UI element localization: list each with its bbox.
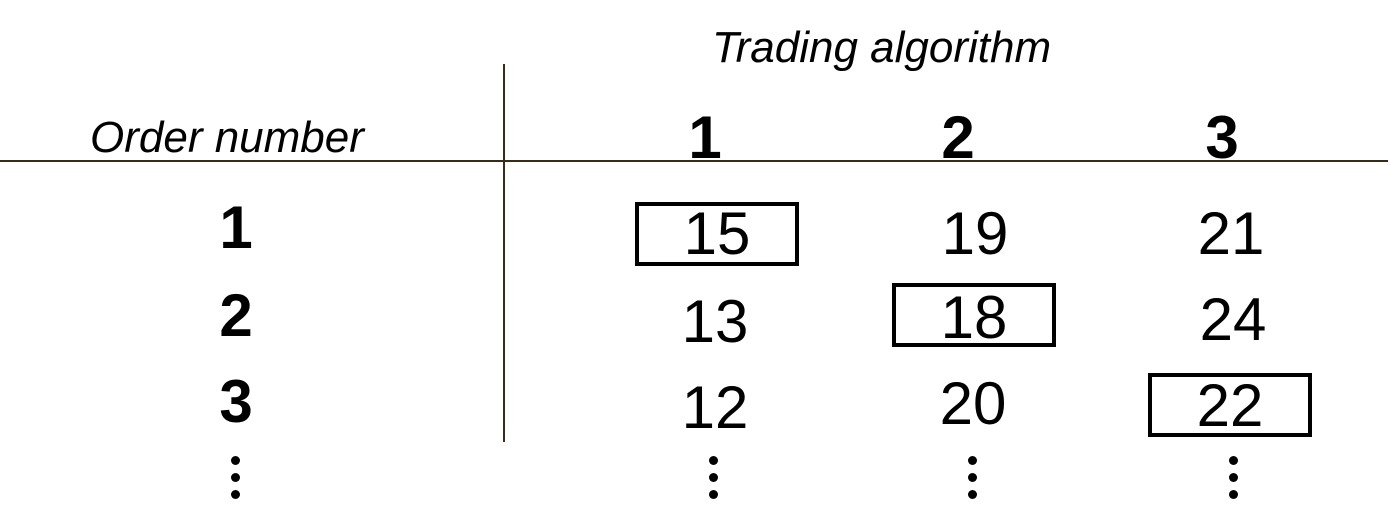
table-cell-r3-c3: 22 [1196, 372, 1264, 439]
table-cell-r2-c2: 18 [940, 284, 1008, 351]
row-header: Order number [90, 113, 364, 162]
highlight-box-row3-col3 [1148, 373, 1312, 437]
table-cell-r3-c1: 12 [681, 374, 749, 441]
highlight-box-row1-col1 [635, 202, 799, 266]
table-cell-r1-c2: 19 [941, 200, 1009, 267]
column-group-title: Trading algorithm [712, 23, 1052, 72]
row-label-2: 2 [219, 282, 253, 349]
table-cell-r1-c1: 15 [683, 200, 751, 267]
table-cell-r2-c1: 13 [681, 288, 749, 355]
row-label-3: 3 [219, 368, 253, 435]
table-cell-r2-c3: 24 [1199, 286, 1267, 353]
ellipsis-icon-col-2 [968, 456, 978, 507]
column-header-1: 1 [688, 104, 722, 171]
column-header-3: 3 [1205, 104, 1239, 171]
ellipsis-icon-col-3 [1229, 456, 1239, 507]
column-header-2: 2 [941, 104, 975, 171]
ellipsis-icon-col-1 [709, 456, 719, 507]
row-label-1: 1 [219, 194, 253, 261]
table-cell-r3-c2: 20 [939, 370, 1007, 437]
highlight-box-row2-col2 [892, 283, 1056, 347]
ellipsis-icon-row-labels [231, 456, 241, 507]
row-label-divider [503, 64, 505, 442]
table-cell-r1-c3: 21 [1197, 200, 1265, 267]
header-divider [0, 160, 1388, 162]
